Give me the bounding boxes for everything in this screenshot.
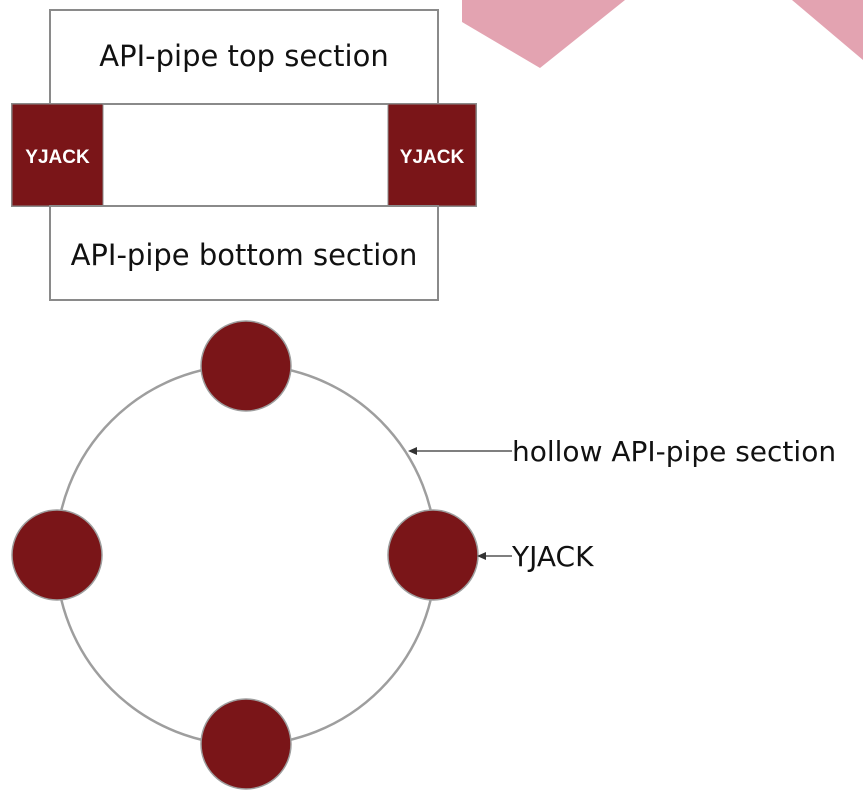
yjack-left bbox=[11, 509, 103, 601]
hollow-pipe-ring bbox=[54, 363, 438, 747]
pipe-callout-label: hollow API-pipe section bbox=[512, 435, 836, 468]
jack-callout-label: YJACK bbox=[511, 540, 594, 573]
yjack-top bbox=[200, 320, 292, 412]
side-view: API-pipe top section YJACK YJACK API-pip… bbox=[11, 9, 477, 301]
pipe-bottom-section-label: API-pipe bottom section bbox=[71, 238, 418, 272]
jack-callout-arrowhead bbox=[477, 552, 486, 560]
yjack-bottom bbox=[200, 698, 292, 790]
background-stripes bbox=[462, 0, 863, 68]
yjack-right-label: YJACK bbox=[400, 147, 465, 168]
yjack-right bbox=[387, 509, 479, 601]
yjack-right-block bbox=[387, 103, 477, 207]
top-view: hollow API-pipe section YJACK bbox=[11, 320, 836, 790]
yjack-left-label: YJACK bbox=[25, 147, 90, 168]
pipe-callout-arrowhead bbox=[408, 447, 417, 455]
background-stripe-right bbox=[792, 0, 863, 60]
pipe-bottom-section bbox=[49, 205, 439, 301]
pipe-top-section bbox=[49, 9, 439, 105]
pipe-top-section-label: API-pipe top section bbox=[99, 39, 388, 73]
background-stripe-left bbox=[462, 0, 625, 68]
yjack-left-block bbox=[11, 103, 104, 207]
